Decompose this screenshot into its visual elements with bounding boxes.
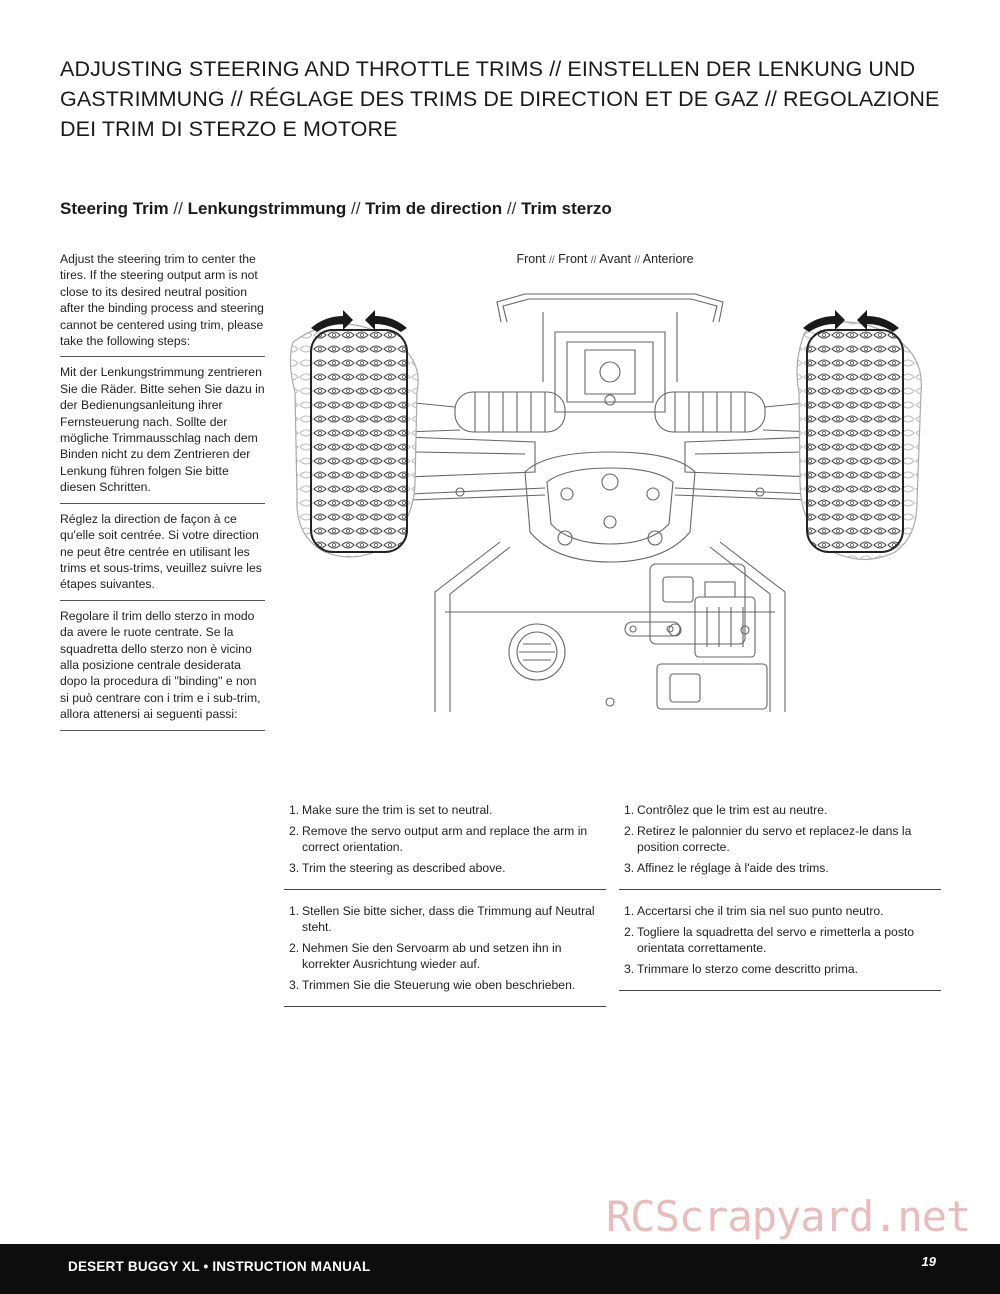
step-text: Stellen Sie bitte sicher, dass die Trimm… xyxy=(302,904,595,934)
step-item: 1.Contrôlez que le trim est au neutre. xyxy=(619,802,941,818)
step-number: 3. xyxy=(624,861,635,875)
front-direction-label: Front // Front // Avant // Anteriore xyxy=(430,252,780,266)
intro-paragraph-de: Mit der Lenkungstrimmung zentrieren Sie … xyxy=(60,357,265,504)
step-item: 3.Trimmen Sie die Steuerung wie oben bes… xyxy=(284,977,606,993)
step-item: 1.Stellen Sie bitte sicher, dass die Tri… xyxy=(284,903,606,935)
step-item: 2.Togliere la squadretta del servo e rim… xyxy=(619,924,941,956)
step-number: 2. xyxy=(289,824,300,838)
section-title: Steering Trim // Lenkungstrimmung // Tri… xyxy=(60,199,612,219)
step-item: 2.Remove the servo output arm and replac… xyxy=(284,823,606,855)
label-separator: // xyxy=(549,255,555,266)
step-item: 1.Make sure the trim is set to neutral. xyxy=(284,802,606,818)
step-number: 1. xyxy=(289,904,300,918)
step-text: Retirez le palonnier du servo et replace… xyxy=(637,824,912,854)
intro-paragraph-en: Adjust the steering trim to center the t… xyxy=(60,251,265,358)
step-text: Affinez le réglage à l'aide des trims. xyxy=(637,861,829,875)
step-text: Trimmare lo sterzo come descritto prima. xyxy=(637,962,859,976)
step-item: 3.Trimmare lo sterzo come descritto prim… xyxy=(619,961,941,977)
label-separator: // xyxy=(634,255,640,266)
intro-paragraph-it: Regolare il trim dello sterzo in modo da… xyxy=(60,601,265,731)
step-number: 2. xyxy=(624,925,635,939)
step-number: 1. xyxy=(624,803,635,817)
step-number: 3. xyxy=(289,978,300,992)
manual-title: DESERT BUGGY XL • INSTRUCTION MANUAL xyxy=(68,1259,371,1274)
step-item: 3.Trim the steering as described above. xyxy=(284,860,606,876)
step-number: 1. xyxy=(624,904,635,918)
title-separator: // xyxy=(173,199,183,218)
step-text: Nehmen Sie den Servoarm ab und setzen ih… xyxy=(302,941,562,971)
front-label-it: Anteriore xyxy=(642,252,694,266)
step-number: 1. xyxy=(289,803,300,817)
step-number: 2. xyxy=(289,941,300,955)
steps-de: 1.Stellen Sie bitte sicher, dass die Tri… xyxy=(284,903,606,1007)
steps-fr: 1.Contrôlez que le trim est au neutre. 2… xyxy=(619,802,941,890)
watermark-text: RCScrapyard.net xyxy=(606,1192,971,1241)
step-text: Make sure the trim is set to neutral. xyxy=(302,803,493,817)
steps-en: 1.Make sure the trim is set to neutral. … xyxy=(284,802,606,890)
step-item: 3.Affinez le réglage à l'aide des trims. xyxy=(619,860,941,876)
step-number: 3. xyxy=(289,861,300,875)
step-item: 1.Accertarsi che il trim sia nel suo pun… xyxy=(619,903,941,919)
intro-paragraph-fr: Réglez la direction de façon à ce qu'ell… xyxy=(60,504,265,601)
step-text: Trimmen Sie die Steuerung wie oben besch… xyxy=(302,978,576,992)
section-title-fr: Trim de direction xyxy=(365,199,503,218)
section-title-en: Steering Trim xyxy=(60,199,169,218)
title-separator: // xyxy=(350,199,361,218)
label-separator: // xyxy=(590,255,597,266)
step-number: 3. xyxy=(624,962,635,976)
section-title-it: Trim sterzo xyxy=(521,199,612,218)
intro-text-column: Adjust the steering trim to center the t… xyxy=(60,251,265,731)
step-text: Togliere la squadretta del servo e rimet… xyxy=(637,925,915,955)
step-text: Contrôlez que le trim est au neutre. xyxy=(637,803,828,817)
front-label-fr: Avant xyxy=(599,252,631,266)
step-number: 2. xyxy=(624,824,635,838)
step-item: 2.Retirez le palonnier du servo et repla… xyxy=(619,823,941,855)
front-label-de: Front xyxy=(558,252,588,266)
page-number: 19 xyxy=(921,1254,936,1269)
step-text: Remove the servo output arm and replace … xyxy=(302,824,588,854)
step-text: Accertarsi che il trim sia nel suo punto… xyxy=(637,904,884,918)
front-label-en: Front xyxy=(516,252,546,266)
page-title: ADJUSTING STEERING AND THROTTLE TRIMS //… xyxy=(60,57,940,141)
steering-chassis-diagram xyxy=(289,293,922,712)
steps-it: 1.Accertarsi che il trim sia nel suo pun… xyxy=(619,903,941,991)
step-item: 2.Nehmen Sie den Servoarm ab und setzen … xyxy=(284,940,606,972)
section-title-de: Lenkungstrimmung xyxy=(187,199,347,218)
step-text: Trim the steering as described above. xyxy=(302,861,506,875)
page-footer: DESERT BUGGY XL • INSTRUCTION MANUAL 19 xyxy=(0,1244,1000,1294)
title-separator: // xyxy=(506,199,517,218)
